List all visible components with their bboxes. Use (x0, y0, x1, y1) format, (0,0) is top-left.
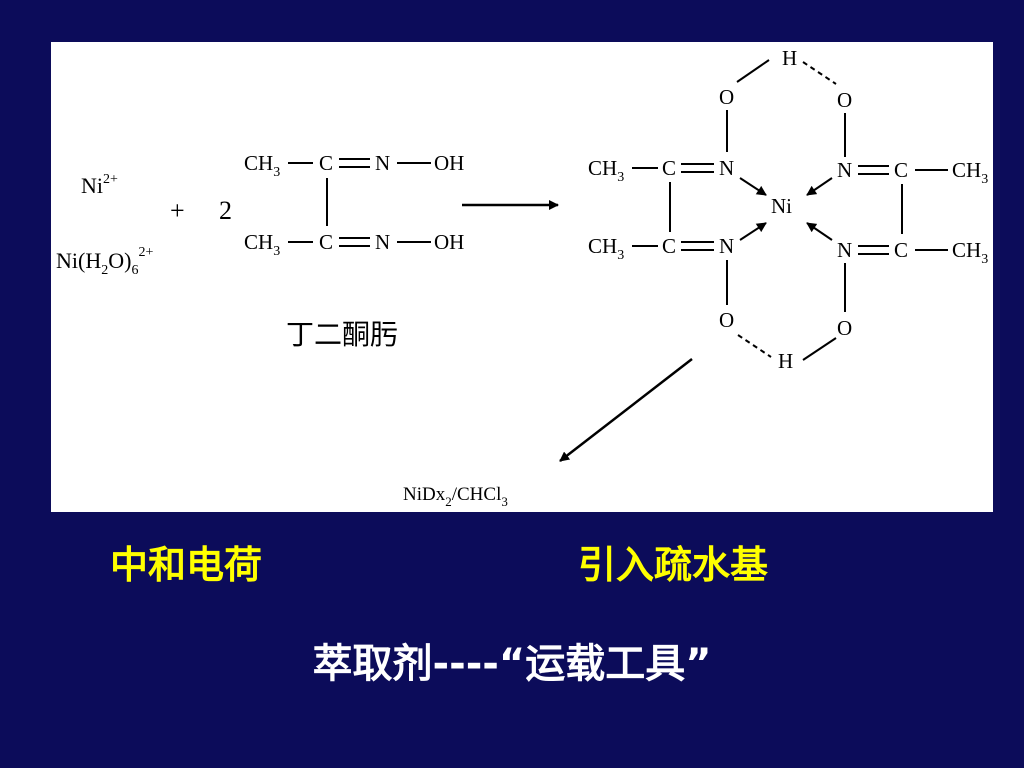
caption-neutralize-charge: 中和电荷 (110, 543, 263, 587)
svg-text:OH: OH (434, 151, 464, 175)
hydrated-ni-label: Ni(H2O)62+ (56, 245, 153, 278)
svg-text:CH3: CH3 (244, 230, 280, 259)
plus-sign: + (170, 196, 185, 225)
nickel-complex-structure: CH3 C N CH3 C N O H O H Ni N C (588, 46, 988, 373)
ni-ion-label: Ni2+ (81, 172, 118, 198)
svg-text:OH: OH (434, 230, 464, 254)
ligand-name: 丁二酮肟 (286, 318, 398, 351)
svg-text:O: O (719, 308, 734, 332)
svg-text:CH3: CH3 (952, 158, 988, 187)
svg-text:N: N (719, 156, 734, 180)
svg-text:C: C (894, 158, 908, 182)
svg-text:CH3: CH3 (588, 156, 624, 185)
caption-extractant: 萃取剂----“运载工具” (312, 641, 712, 687)
extraction-arrow (559, 358, 693, 462)
svg-text:N: N (375, 151, 390, 175)
svg-text:CH3: CH3 (244, 151, 280, 180)
svg-text:C: C (894, 238, 908, 262)
product-label: NiDx2/CHCl3 (403, 484, 508, 509)
svg-text:N: N (837, 238, 852, 262)
svg-text:O: O (837, 88, 852, 112)
coefficient: 2 (219, 196, 232, 225)
svg-text:C: C (662, 234, 676, 258)
svg-text:CH3: CH3 (588, 234, 624, 263)
svg-text:Ni: Ni (771, 194, 792, 218)
svg-text:N: N (837, 158, 852, 182)
caption-hydrophobic-group: 引入疏水基 (578, 543, 769, 587)
svg-text:O: O (837, 316, 852, 340)
dimethylglyoxime-structure: CH3 C N OH CH3 C N OH (244, 151, 464, 259)
svg-text:C: C (319, 230, 333, 254)
reaction-diagram-panel: Ni2+ Ni(H2O)62+ + 2 CH3 C N OH CH3 C N O… (51, 42, 993, 512)
svg-text:O: O (719, 85, 734, 109)
svg-text:H: H (778, 349, 793, 373)
svg-text:C: C (662, 156, 676, 180)
svg-text:N: N (719, 234, 734, 258)
reaction-diagram: Ni2+ Ni(H2O)62+ + 2 CH3 C N OH CH3 C N O… (56, 46, 988, 509)
svg-text:C: C (319, 151, 333, 175)
svg-text:CH3: CH3 (952, 238, 988, 267)
svg-text:N: N (375, 230, 390, 254)
svg-text:H: H (782, 46, 797, 70)
